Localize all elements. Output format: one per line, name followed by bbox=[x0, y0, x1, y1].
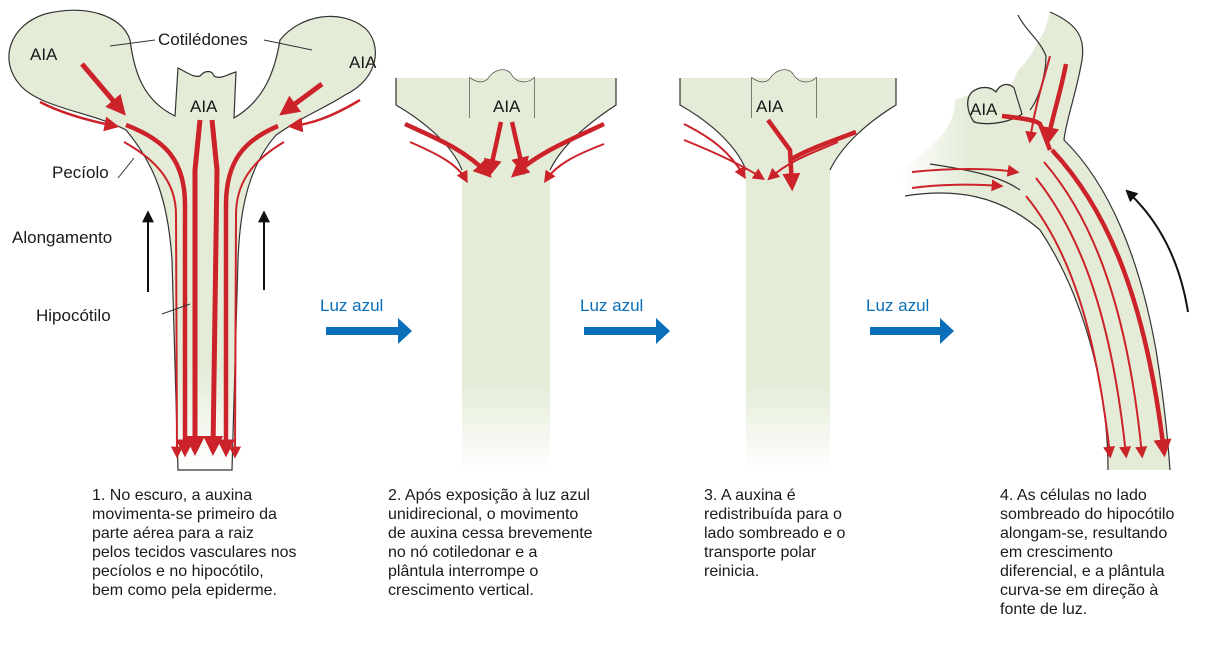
panel-4-seedling-bending: AIA bbox=[900, 12, 1188, 470]
hypocotyl-label: Hipocótilo bbox=[36, 306, 111, 325]
blue-light-arrow: Luz azul bbox=[320, 296, 412, 344]
seedling-outline bbox=[900, 12, 1170, 470]
aia-label: AIA bbox=[493, 97, 521, 116]
blue-light-arrow: Luz azul bbox=[866, 296, 954, 344]
caption-step-3: 3. A auxina é redistribuída para o lado … bbox=[704, 486, 845, 581]
blue-light-label: Luz azul bbox=[320, 296, 383, 315]
aia-label: AIA bbox=[30, 45, 58, 64]
panel-1-seedling-dark: AIA AIA AIA Cotilédones Pecíolo Alongame… bbox=[9, 10, 377, 470]
blue-light-label: Luz azul bbox=[866, 296, 929, 315]
panel-3-seedling-redistribution: AIA bbox=[680, 70, 896, 470]
aia-label: AIA bbox=[756, 97, 784, 116]
seedling-outline bbox=[680, 78, 896, 470]
panel-2-seedling-light-stop: AIA bbox=[396, 70, 616, 470]
aia-label: AIA bbox=[190, 97, 218, 116]
blue-light-arrow: Luz azul bbox=[580, 296, 670, 344]
aia-label: AIA bbox=[970, 100, 998, 119]
blue-light-label: Luz azul bbox=[580, 296, 643, 315]
elongation-label: Alongamento bbox=[12, 228, 112, 247]
caption-step-4: 4. As células no lado sombreado do hipoc… bbox=[1000, 486, 1174, 619]
caption-step-2: 2. Após exposição à luz azul unidirecion… bbox=[388, 486, 593, 600]
petiole-label: Pecíolo bbox=[52, 163, 109, 182]
caption-step-1: 1. No escuro, a auxina movimenta-se prim… bbox=[92, 486, 297, 600]
cotyledons-label: Cotilédones bbox=[158, 30, 248, 49]
aia-label: AIA bbox=[349, 53, 377, 72]
